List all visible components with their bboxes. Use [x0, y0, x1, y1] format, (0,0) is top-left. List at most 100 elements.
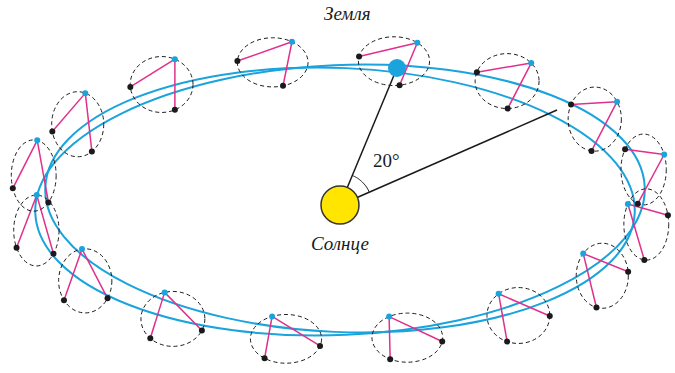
black-dot: [45, 199, 51, 205]
triangle-side: [477, 63, 531, 72]
blue-dot: [386, 314, 392, 320]
dashed-ellipse: [624, 189, 669, 260]
triangle-side: [625, 149, 664, 154]
black-dot: [262, 355, 268, 361]
dashed-ellipse: [14, 195, 59, 266]
triangle-side: [174, 59, 176, 110]
triangle-side: [272, 316, 320, 346]
black-dot: [504, 339, 510, 345]
orbit-ellipse: [29, 52, 650, 348]
black-dot: [199, 328, 205, 334]
black-dot: [505, 106, 511, 112]
blue-dot: [82, 90, 88, 96]
position-marker: [372, 313, 445, 362]
angle-label: 20°: [373, 151, 400, 170]
triangle-side: [165, 292, 202, 330]
position-marker: [356, 37, 430, 88]
black-dot: [317, 343, 323, 349]
earth-label: Земля: [322, 4, 373, 23]
triangle-side: [283, 42, 292, 86]
position-marker: [576, 243, 631, 310]
dashed-ellipse: [372, 313, 443, 362]
triangle-side: [237, 42, 292, 61]
orbit-ellipse: [40, 55, 641, 344]
triangle-side: [628, 204, 668, 215]
position-marker: [49, 90, 103, 157]
black-dot: [568, 102, 574, 108]
black-dot: [50, 251, 56, 257]
dashed-ellipse: [568, 87, 621, 151]
triangle-side: [82, 249, 108, 298]
black-dot: [356, 53, 362, 59]
position-marker: [234, 38, 308, 89]
position-marker: [14, 192, 59, 266]
dashed-ellipse: [52, 92, 104, 157]
blue-dot: [34, 137, 40, 143]
black-dot: [641, 257, 647, 263]
blue-dot: [625, 201, 631, 207]
triangle-side: [499, 294, 550, 316]
triangle-side: [508, 63, 532, 108]
triangle-side: [571, 102, 617, 105]
triangle-side: [150, 292, 164, 338]
black-dot: [547, 313, 553, 319]
blue-dot: [172, 56, 178, 62]
dashed-ellipse: [130, 57, 193, 113]
black-dot: [147, 335, 153, 341]
black-dot: [635, 201, 641, 207]
triangle-side: [130, 59, 175, 87]
black-dot: [280, 83, 286, 89]
position-marker: [568, 87, 621, 154]
triangle-side: [583, 254, 628, 272]
blue-dot: [614, 99, 620, 105]
position-marker: [250, 313, 323, 363]
blue-dot: [79, 246, 85, 252]
sun-circle: [321, 186, 359, 224]
triangle-side: [85, 93, 92, 151]
black-dot: [474, 69, 480, 75]
blue-dot: [269, 313, 275, 319]
blue-dot: [661, 152, 667, 158]
blue-dot: [580, 251, 586, 257]
triangle-side: [359, 43, 417, 57]
black-dot: [172, 107, 178, 113]
blue-dot: [34, 192, 40, 198]
blue-dot: [496, 291, 502, 297]
triangle-side: [37, 140, 48, 202]
triangle-side: [389, 317, 390, 360]
position-marker: [487, 288, 553, 345]
sun-ray-line: [340, 110, 557, 205]
position-marker: [127, 56, 193, 113]
black-dot: [622, 146, 628, 152]
sun-label: Солнце: [309, 234, 371, 253]
earth-dot: [388, 59, 406, 77]
dashed-ellipse: [59, 249, 112, 313]
position-marker: [141, 289, 205, 346]
black-dot: [89, 149, 95, 155]
black-dot: [105, 295, 111, 301]
black-dot: [61, 297, 67, 303]
dashed-ellipse: [141, 291, 205, 346]
triangle-side: [37, 195, 54, 254]
dashed-ellipse: [250, 314, 321, 363]
triangle-side: [583, 254, 596, 308]
position-marker: [621, 134, 667, 207]
triangle-side: [389, 317, 442, 342]
black-dot: [589, 148, 595, 154]
blue-dot: [289, 39, 295, 45]
triangle-side: [52, 93, 85, 131]
black-dot: [49, 129, 55, 135]
black-dot: [593, 304, 599, 310]
triangle-side: [13, 140, 37, 188]
blue-dot: [162, 289, 168, 295]
dashed-ellipse: [487, 288, 550, 344]
angle-arc: [352, 175, 369, 192]
triangle-side: [592, 102, 618, 151]
triangle-side: [499, 294, 508, 342]
black-dot: [127, 84, 133, 90]
position-marker: [474, 54, 539, 112]
triangle-side: [638, 155, 664, 204]
dashed-ellipse: [358, 37, 429, 86]
